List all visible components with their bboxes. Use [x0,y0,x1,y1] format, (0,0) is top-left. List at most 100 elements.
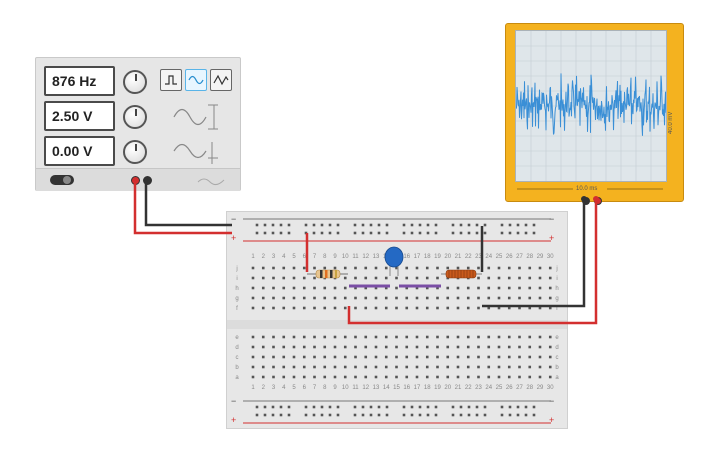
breadboard-hole[interactable] [395,375,398,379]
breadboard-hole[interactable] [548,286,552,290]
breadboard-hole[interactable] [328,413,332,417]
breadboard-hole[interactable] [364,276,368,280]
breadboard-hole[interactable] [374,296,378,300]
breadboard-hole[interactable] [500,223,504,227]
breadboard-hole[interactable] [333,296,337,300]
breadboard-hole[interactable] [528,306,532,310]
breadboard-hole[interactable] [395,276,398,280]
breadboard-hole[interactable] [261,306,265,310]
breadboard-hole[interactable] [292,296,296,300]
breadboard-hole[interactable] [507,335,511,339]
breadboard-hole[interactable] [255,223,259,227]
breadboard-hole[interactable] [497,355,501,359]
breadboard-hole[interactable] [446,296,450,300]
breadboard-hole[interactable] [313,296,316,300]
breadboard-hole[interactable] [466,345,470,349]
breadboard-hole[interactable] [426,405,430,409]
breadboard-hole[interactable] [343,306,347,310]
breadboard-hole[interactable] [374,375,378,379]
power-toggle[interactable] [50,175,74,185]
breadboard-hole[interactable] [354,365,357,369]
breadboard-hole[interactable] [354,345,357,349]
breadboard-hole[interactable] [287,413,291,417]
breadboard-hole[interactable] [538,365,542,369]
breadboard-hole[interactable] [497,306,501,310]
breadboard-hole[interactable] [528,266,532,270]
breadboard-hole[interactable] [524,405,528,409]
breadboard-hole[interactable] [483,413,487,417]
breadboard-hole[interactable] [287,231,291,235]
breadboard-hole[interactable] [292,276,296,280]
breadboard-hole[interactable] [354,355,357,359]
breadboard-hole[interactable] [263,413,267,417]
breadboard-hole[interactable] [477,276,480,280]
breadboard-hole[interactable] [292,365,296,369]
breadboard-hole[interactable] [271,413,275,417]
breadboard-hole[interactable] [451,223,455,227]
breadboard-hole[interactable] [475,223,479,227]
breadboard-hole[interactable] [548,375,552,379]
breadboard-hole[interactable] [528,375,532,379]
breadboard-hole[interactable] [377,405,381,409]
breadboard-hole[interactable] [271,231,275,235]
breadboard-hole[interactable] [282,276,286,280]
breadboard-hole[interactable] [436,335,439,339]
breadboard-hole[interactable] [287,223,291,227]
breadboard-hole[interactable] [477,296,480,300]
breadboard-hole[interactable] [385,413,389,417]
breadboard-hole[interactable] [364,286,368,290]
breadboard-hole[interactable] [384,365,388,369]
breadboard-hole[interactable] [395,365,398,369]
breadboard-hole[interactable] [336,231,340,235]
breadboard-hole[interactable] [405,335,409,339]
breadboard-hole[interactable] [343,355,347,359]
breadboard-hole[interactable] [323,335,327,339]
breadboard-hole[interactable] [272,306,275,310]
breadboard-hole[interactable] [384,355,388,359]
breadboard-hole[interactable] [361,413,365,417]
breadboard-hole[interactable] [279,223,283,227]
breadboard-hole[interactable] [343,335,347,339]
breadboard-hole[interactable] [313,375,316,379]
breadboard-hole[interactable] [410,405,414,409]
breadboard-hole[interactable] [451,413,455,417]
breadboard-hole[interactable] [483,223,487,227]
breadboard-hole[interactable] [548,345,552,349]
breadboard-hole[interactable] [313,355,316,359]
sine-wave-button[interactable] [185,69,207,91]
breadboard-hole[interactable] [477,306,480,310]
breadboard-hole[interactable] [333,335,337,339]
breadboard-hole[interactable] [436,345,439,349]
breadboard-hole[interactable] [312,405,316,409]
breadboard-hole[interactable] [518,296,521,300]
breadboard-hole[interactable] [528,345,532,349]
breadboard-hole[interactable] [272,365,275,369]
breadboard-hole[interactable] [255,413,259,417]
breadboard-hole[interactable] [395,355,398,359]
breadboard-hole[interactable] [312,413,316,417]
breadboard-hole[interactable] [487,375,491,379]
breadboard-hole[interactable] [353,405,357,409]
breadboard-hole[interactable] [282,355,286,359]
breadboard-hole[interactable] [364,345,368,349]
breadboard-hole[interactable] [343,286,347,290]
breadboard-hole[interactable] [405,286,409,290]
breadboard-hole[interactable] [272,286,275,290]
breadboard-hole[interactable] [292,335,296,339]
breadboard-hole[interactable] [385,223,389,227]
breadboard-hole[interactable] [320,405,324,409]
breadboard-hole[interactable] [415,276,419,280]
breadboard-hole[interactable] [466,335,470,339]
breadboard-hole[interactable] [497,286,501,290]
breadboard-hole[interactable] [323,375,327,379]
breadboard-hole[interactable] [518,335,521,339]
capacitor[interactable] [384,246,404,268]
breadboard-hole[interactable] [354,375,357,379]
breadboard-hole[interactable] [456,296,460,300]
breadboard-hole[interactable] [279,231,283,235]
breadboard-hole[interactable] [384,266,388,270]
breadboard-hole[interactable] [333,266,337,270]
breadboard-hole[interactable] [323,306,327,310]
breadboard-hole[interactable] [384,375,388,379]
breadboard-hole[interactable] [302,276,306,280]
